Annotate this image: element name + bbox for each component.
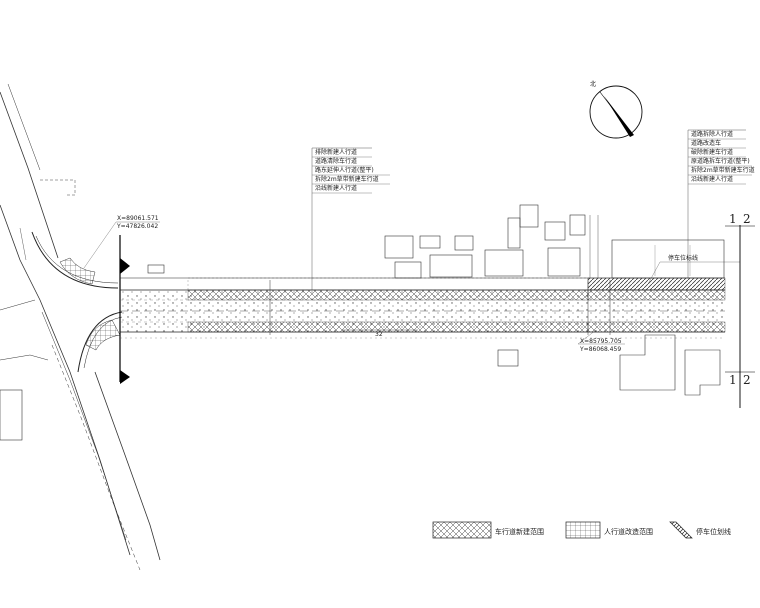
note-line: 道路改造车 bbox=[691, 139, 721, 147]
coord-x: X=89061.571 bbox=[117, 215, 159, 222]
coordinate-top: X=89061.571 Y=47826.042 bbox=[83, 215, 160, 269]
section-number: 1 bbox=[729, 212, 737, 226]
north-arrow: 北 bbox=[589, 80, 643, 139]
crosshatch-swatch bbox=[432, 521, 492, 539]
note-line: 拆除2m草带新建车行道 bbox=[691, 166, 755, 174]
coord-x: X=85795.705 bbox=[580, 338, 622, 345]
building-outline bbox=[0, 389, 23, 441]
annotation-left: 排除新建人行道 道路清除车行道 路东延伸人行道(整平) 拆除2m草带新建车行道 … bbox=[311, 147, 390, 290]
legend-label: 人行道改造范围 bbox=[604, 527, 653, 536]
curb-return bbox=[31, 231, 123, 373]
note-line: 道路清除车行道 bbox=[315, 157, 357, 165]
arrow-icon bbox=[120, 370, 130, 384]
note-line: 道路拆除人行道 bbox=[691, 130, 733, 138]
legend-label: 车行道新建范围 bbox=[495, 527, 544, 536]
diagonal-swatch bbox=[669, 521, 693, 539]
annotation-right: 道路拆除人行道 道路改造车 破除新建车行道 原道路拆车行道(整平) 拆除2m草带… bbox=[687, 129, 755, 278]
dimension-label: 32 bbox=[375, 331, 383, 338]
note-line: 沿线新建人行道 bbox=[315, 184, 357, 192]
section-number: 2 bbox=[743, 212, 751, 226]
note-line: 沿线新建人行道 bbox=[691, 175, 733, 183]
corner-sidewalk bbox=[59, 257, 96, 285]
dimension-line: 32 bbox=[342, 329, 418, 338]
buildings bbox=[147, 204, 725, 396]
band-label: 停车位标线 bbox=[668, 254, 698, 262]
note-line: 路东延伸人行道(整平) bbox=[315, 166, 374, 174]
coordinate-bottom: X=85795.705 Y=86068.459 bbox=[577, 329, 625, 353]
note-line: 拆除2m草带新建车行道 bbox=[315, 175, 379, 183]
legend-item: 停车位划线 bbox=[669, 521, 731, 539]
main-road bbox=[120, 277, 726, 339]
coord-y: Y=47826.042 bbox=[116, 223, 158, 230]
parking-band bbox=[587, 277, 726, 291]
corner-sidewalk bbox=[85, 319, 121, 351]
north-label: 北 bbox=[590, 80, 596, 88]
section-number: 2 bbox=[743, 373, 751, 387]
legend-label: 停车位划线 bbox=[696, 527, 731, 536]
legend-item: 人行道改造范围 bbox=[565, 521, 653, 539]
parking-label: 停车位标线 bbox=[647, 254, 740, 285]
legend-item: 车行道新建范围 bbox=[432, 521, 544, 539]
arrow-icon bbox=[120, 258, 130, 274]
grid-swatch bbox=[565, 521, 601, 539]
note-line: 破除新建车行道 bbox=[691, 148, 733, 156]
legend: 车行道新建范围 人行道改造范围 停车位划线 bbox=[432, 521, 731, 539]
cross-street bbox=[0, 83, 161, 571]
section-number: 1 bbox=[729, 373, 737, 387]
note-line: 原道路拆车行道(整平) bbox=[691, 157, 750, 165]
section-cut: 1 2 1 2 bbox=[725, 212, 755, 408]
coord-y: Y=86068.459 bbox=[579, 346, 621, 353]
note-line: 排除新建人行道 bbox=[315, 148, 357, 156]
